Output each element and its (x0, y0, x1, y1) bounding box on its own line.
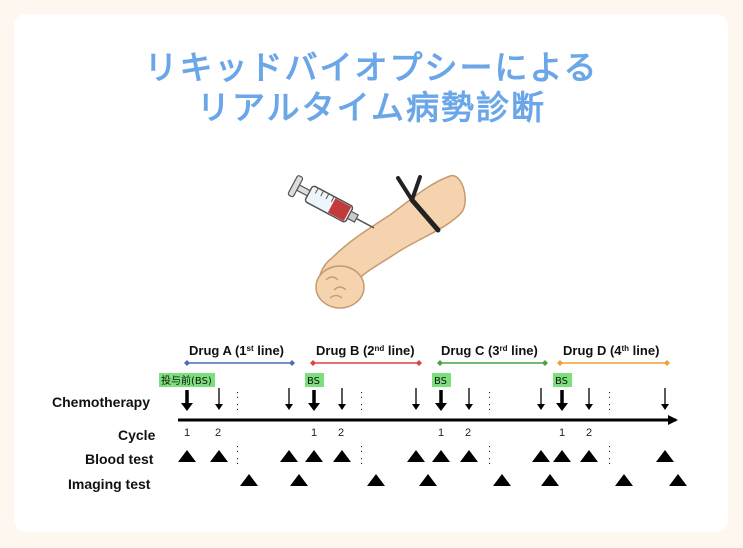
bs-badge-first: 投与前(BS) (161, 374, 212, 387)
blood-test-marker (305, 450, 323, 462)
bs-badge-c: BS (434, 376, 447, 387)
svg-text::: : (608, 443, 611, 455)
svg-text::: : (488, 443, 491, 455)
drug-d-label: Drug D (4th line) (563, 343, 659, 358)
thin-dose-arrow (465, 388, 473, 410)
syringe-arm-illustration (287, 175, 466, 309)
svg-text::: : (236, 401, 239, 413)
svg-text::: : (360, 443, 363, 455)
blood-test-marker (178, 450, 196, 462)
cycle-numbers: 1 2 1 2 1 2 1 2 (184, 427, 592, 439)
blood-test-marker (280, 450, 298, 462)
bs-badge-d: BS (555, 376, 568, 387)
thin-dose-arrow (661, 388, 669, 410)
chemo-arrows (181, 388, 669, 411)
content-card (14, 14, 728, 532)
cycle-num: 1 (311, 427, 317, 439)
bs-badge-b: BS (307, 376, 320, 387)
blood-test-marker (553, 450, 571, 462)
blood-test-marker (460, 450, 478, 462)
blood-test-marker (656, 450, 674, 462)
blood-test-marker (432, 450, 450, 462)
row-label-chemotherapy: Chemotherapy (52, 394, 150, 410)
bs-badges: 投与前(BS) BS BS BS (159, 373, 572, 387)
page-title: リキッドバイオプシーによる リアルタイム病勢診断 (0, 48, 743, 128)
bold-dose-arrow (181, 390, 193, 411)
svg-text::: : (360, 401, 363, 413)
thin-dose-arrow (537, 388, 545, 410)
chemo-ellipsis: : : : : : : : : (236, 389, 611, 413)
bold-dose-arrow (435, 390, 447, 411)
blood-test-markers (178, 450, 674, 462)
svg-text::: : (488, 389, 491, 401)
imaging-test-markers (240, 474, 687, 486)
svg-text::: : (236, 455, 239, 467)
cycle-num: 1 (438, 427, 444, 439)
cycle-num: 2 (215, 427, 221, 439)
drug-c-label: Drug C (3rd line) (441, 343, 538, 358)
svg-text::: : (360, 389, 363, 401)
svg-text::: : (360, 455, 363, 467)
row-label-imaging-test: Imaging test (68, 476, 151, 492)
svg-text::: : (608, 401, 611, 413)
thin-dose-arrow (338, 388, 346, 410)
row-label-cycle: Cycle (118, 427, 156, 443)
svg-text::: : (608, 389, 611, 401)
title-line-1: リキッドバイオプシーによる (144, 48, 599, 87)
blood-test-marker (532, 450, 550, 462)
blood-test-marker (580, 450, 598, 462)
imaging-test-marker (419, 474, 437, 486)
bold-dose-arrow (308, 390, 320, 411)
cycle-num: 1 (184, 427, 190, 439)
thin-dose-arrow (215, 388, 223, 410)
blood-test-marker (210, 450, 228, 462)
cycle-num: 1 (559, 427, 565, 439)
imaging-test-marker (367, 474, 385, 486)
svg-text::: : (488, 401, 491, 413)
imaging-test-marker (290, 474, 308, 486)
blood-test-marker (333, 450, 351, 462)
drug-b-label: Drug B (2nd line) (316, 343, 415, 358)
blood-ellipsis: : : : : : : : : (236, 443, 611, 467)
imaging-test-marker (669, 474, 687, 486)
imaging-test-marker (240, 474, 258, 486)
drug-ranges (184, 360, 670, 366)
svg-text::: : (236, 389, 239, 401)
svg-text::: : (488, 455, 491, 467)
svg-text::: : (608, 455, 611, 467)
cycle-num: 2 (465, 427, 471, 439)
tourniquet-band (409, 197, 441, 233)
bold-dose-arrow (556, 390, 568, 411)
imaging-test-marker (615, 474, 633, 486)
title-line-2: リアルタイム病勢診断 (196, 88, 546, 127)
row-label-blood-test: Blood test (85, 451, 154, 467)
svg-text::: : (236, 443, 239, 455)
imaging-test-marker (541, 474, 559, 486)
cycle-num: 2 (586, 427, 592, 439)
thin-dose-arrow (585, 388, 593, 410)
blood-test-marker (407, 450, 425, 462)
drug-a-label: Drug A (1st line) (189, 343, 284, 358)
thin-dose-arrow (285, 388, 293, 410)
imaging-test-marker (493, 474, 511, 486)
thin-dose-arrow (412, 388, 420, 410)
cycle-num: 2 (338, 427, 344, 439)
